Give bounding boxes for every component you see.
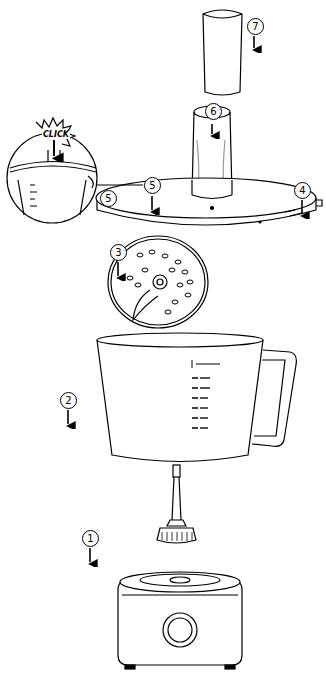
- callout-number: 2: [60, 392, 77, 409]
- pusher: [203, 10, 242, 95]
- callout-number: 7: [247, 18, 264, 35]
- assembly-arrows: [68, 36, 302, 562]
- slicing-disc: [108, 236, 208, 328]
- callout-number: 3: [110, 244, 127, 261]
- lid: [96, 178, 322, 225]
- callout-number: 4: [294, 182, 311, 199]
- motor-base: [118, 572, 242, 669]
- bowl: [97, 333, 296, 462]
- callout-number: 5: [144, 177, 161, 194]
- click-text: CLICK: [42, 130, 70, 139]
- shaft: [157, 465, 196, 543]
- click-inset: [7, 118, 143, 223]
- callout-number: 6: [205, 103, 222, 120]
- callout-number: 1: [82, 530, 99, 547]
- callout-number: 5: [100, 190, 117, 207]
